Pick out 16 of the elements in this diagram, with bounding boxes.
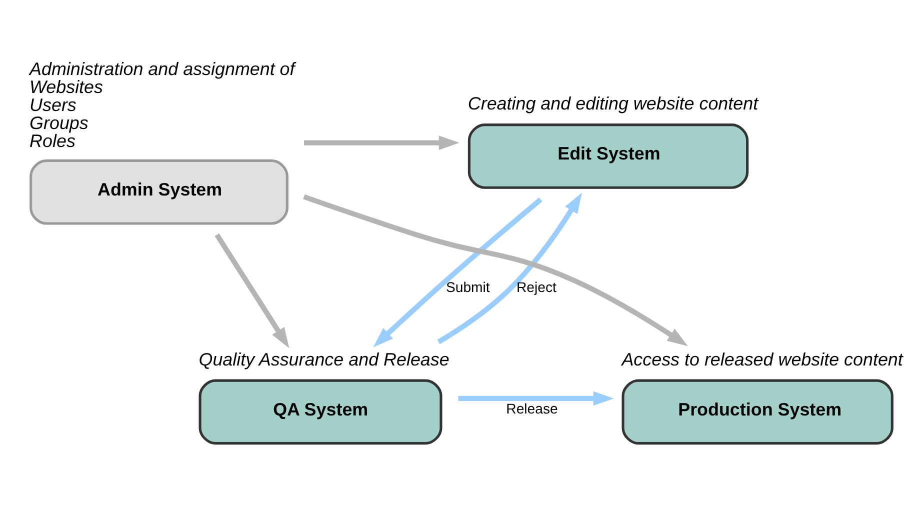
arrow xyxy=(372,198,542,348)
node-label: Quality Assurance and Release xyxy=(198,349,449,370)
arrow xyxy=(458,391,614,406)
node-label: Access to released website content xyxy=(621,349,902,370)
arrow xyxy=(436,192,582,344)
node-label: Groups xyxy=(29,112,88,133)
node-label: Administration and assignment of xyxy=(29,59,294,80)
edge-label: Reject xyxy=(516,278,556,295)
arrow xyxy=(302,194,688,346)
arrow xyxy=(304,136,459,150)
node-label: Users xyxy=(29,94,76,115)
node-label: Creating and editing website content xyxy=(467,94,758,114)
node-label: Websites xyxy=(29,77,103,98)
edge-label: Submit xyxy=(445,278,490,295)
edge-label: Release xyxy=(506,400,558,417)
arrow xyxy=(214,233,289,348)
